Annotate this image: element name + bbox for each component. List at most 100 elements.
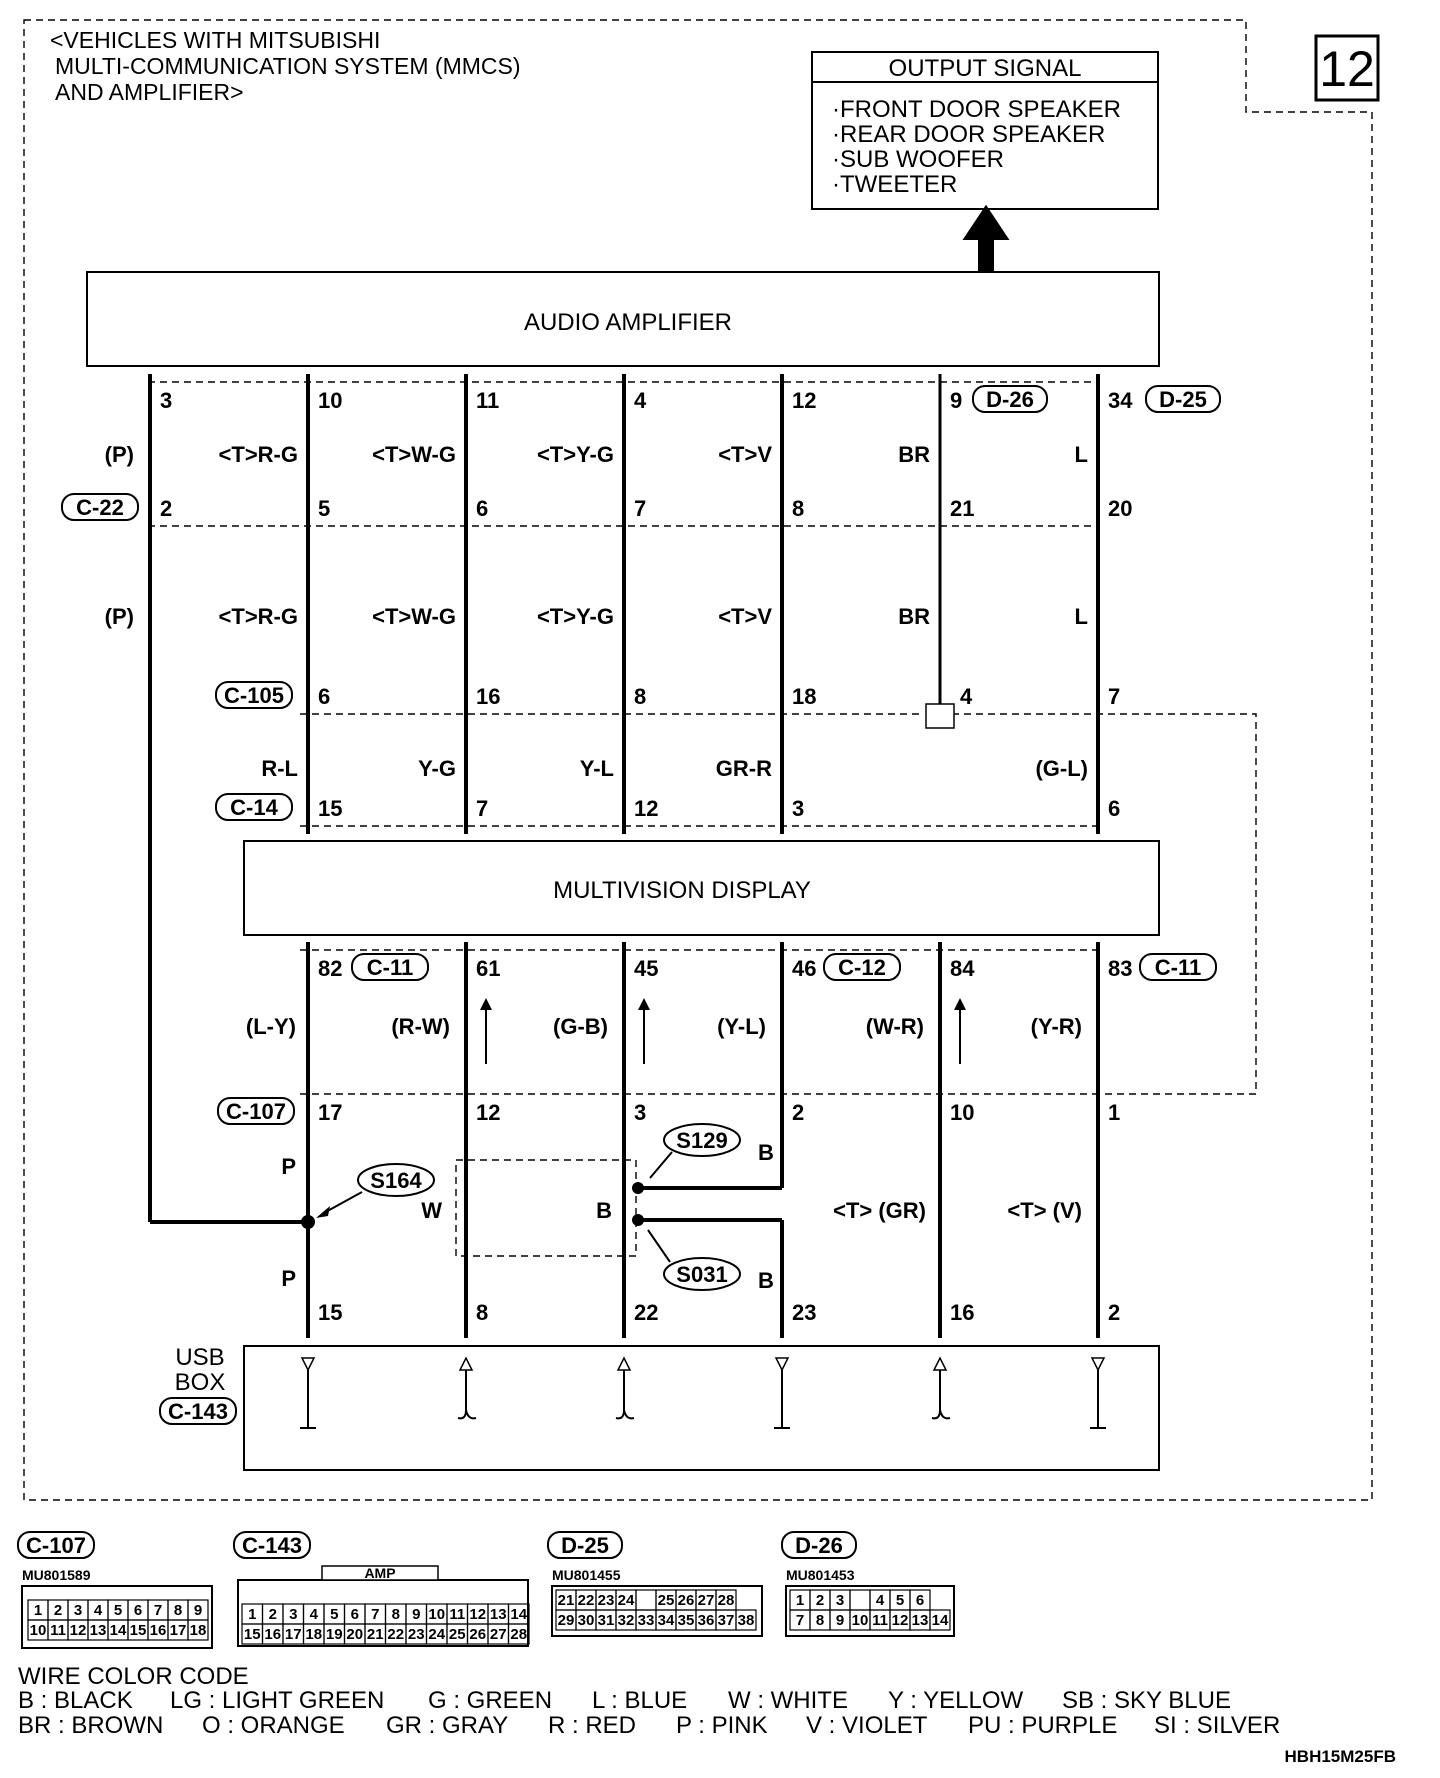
- connector-pin-number: 6: [916, 1592, 924, 1609]
- pin-label: 3: [634, 1100, 646, 1125]
- splice-s031-label: S031: [676, 1262, 727, 1287]
- connector-pin-number: 3: [289, 1606, 297, 1623]
- connector-pin-number: 6: [134, 1602, 142, 1619]
- multivision-display-box: MULTIVISION DISPLAY: [243, 840, 1160, 936]
- connector-pin-number: 36: [698, 1612, 715, 1629]
- audio-amplifier-label: AUDIO AMPLIFIER: [524, 309, 732, 336]
- pin-label: 8: [792, 496, 804, 521]
- wire-color-label: <T> (V): [1007, 1198, 1082, 1223]
- wire-color-label: R-L: [261, 756, 298, 781]
- wire-color-label: (W-R): [866, 1014, 924, 1039]
- svg-text:D-25: D-25: [561, 1533, 609, 1558]
- wire-color-label: BR: [898, 442, 930, 467]
- pin-label: 22: [634, 1300, 658, 1325]
- connector-pin-number: 9: [412, 1606, 420, 1623]
- connector-d26-tag: D-26: [986, 387, 1034, 412]
- svg-text:R : RED: R : RED: [548, 1712, 636, 1739]
- connector-c11-tag: C-11: [1155, 955, 1201, 980]
- c105-connector-line: [300, 713, 1257, 1095]
- usb-box-terminals: [300, 1356, 1106, 1429]
- connector-pin-number: 10: [428, 1606, 445, 1623]
- connector-pin-number: 5: [896, 1592, 904, 1609]
- connector-pin-number: 23: [408, 1626, 425, 1643]
- output-signal-item: ·REAR DOOR SPEAKER: [832, 121, 1105, 148]
- connector-pin-number: 11: [449, 1606, 465, 1623]
- connector-pin-number: 12: [469, 1606, 486, 1623]
- variant-note-line3: AND AMPLIFIER>: [55, 79, 244, 105]
- wire-color-label: (L-Y): [246, 1014, 296, 1039]
- pin-label: 45: [634, 956, 658, 981]
- multivision-display-label: MULTIVISION DISPLAY: [553, 877, 811, 904]
- svg-text:GR : GRAY: GR : GRAY: [386, 1712, 508, 1739]
- svg-text:G : GREEN: G : GREEN: [428, 1687, 552, 1714]
- pin-label: 7: [476, 796, 488, 821]
- lower-wires: [306, 942, 1100, 1338]
- pin-label: 20: [1108, 496, 1132, 521]
- diagram-boundary: [23, 19, 1373, 1501]
- connector-part-code: MU801589: [22, 1567, 91, 1583]
- pin-label: 4: [634, 388, 647, 413]
- connector-pin-number: 13: [912, 1612, 929, 1629]
- connector-pin-number: 1: [34, 1602, 42, 1619]
- wire-color-label: B: [758, 1140, 774, 1165]
- output-signal-box: OUTPUT SIGNAL ·FRONT DOOR SPEAKER ·REAR …: [811, 51, 1159, 210]
- connector-pin-number: 27: [490, 1626, 507, 1643]
- wire-color-legend: WIRE COLOR CODE B : BLACK LG : LIGHT GRE…: [18, 1663, 1280, 1739]
- pin-label: 11: [476, 388, 499, 413]
- pin-label: 16: [950, 1300, 974, 1325]
- connector-pin-number: 15: [244, 1626, 261, 1643]
- wire-color-label: BR: [898, 604, 930, 629]
- pin-label: 15: [318, 1300, 342, 1325]
- output-signal-item: ·FRONT DOOR SPEAKER: [832, 96, 1121, 123]
- connector-pin-number: 8: [174, 1602, 182, 1619]
- connector-pin-number: 32: [618, 1612, 635, 1629]
- wire-color-label: (Y-L): [717, 1014, 766, 1039]
- connector-pin-cell: [735, 1609, 757, 1631]
- connector-pin-number: 2: [269, 1606, 277, 1623]
- output-signal-item: ·SUB WOOFER: [832, 146, 1004, 173]
- connector-pin-cell: [635, 1589, 657, 1611]
- connector-pin-number: 17: [170, 1622, 187, 1639]
- connector-pin-cell: [929, 1609, 951, 1631]
- svg-text:V : VIOLET: V : VIOLET: [806, 1712, 928, 1739]
- connector-tags-lower: C-11 C-12 C-11 C-107 C-143: [159, 953, 1217, 1425]
- connector-pin-number: 14: [510, 1606, 527, 1623]
- pin-label: 83: [1108, 956, 1132, 981]
- variant-note-line2: MULTI-COMMUNICATION SYSTEM (MMCS): [55, 53, 521, 79]
- wire-color-label: L: [1075, 604, 1088, 629]
- splice-s129: S129: [632, 1123, 741, 1194]
- wire-color-label: Y-L: [580, 756, 614, 781]
- connector-pin-number: 26: [678, 1592, 695, 1609]
- pin-label: 16: [476, 684, 500, 709]
- connector-pin-number: 26: [469, 1626, 486, 1643]
- pin-label: 5: [318, 496, 330, 521]
- connector-pin-number: 9: [194, 1602, 202, 1619]
- svg-text:B : BLACK: B : BLACK: [18, 1687, 133, 1714]
- wire-color-label: (G-B): [553, 1014, 608, 1039]
- wire-color-label: <T>W-G: [372, 604, 456, 629]
- pin-label: 21: [950, 496, 974, 521]
- connector-pin-number: 38: [738, 1612, 755, 1629]
- connector-pin-number: 14: [110, 1622, 127, 1639]
- connector-pin-number: 4: [310, 1606, 319, 1623]
- connector-pin-number: 22: [387, 1626, 404, 1643]
- variant-note-line1: <VEHICLES WITH MITSUBISHI: [50, 27, 380, 53]
- page-number: 12: [1319, 41, 1375, 97]
- connector-c22-tag: C-22: [76, 495, 124, 520]
- pin-label: 6: [476, 496, 488, 521]
- wire-color-label: (P): [105, 442, 134, 467]
- connector-pin-number: 4: [94, 1602, 103, 1619]
- pin-label: 10: [318, 388, 342, 413]
- connector-pin-number: 11: [872, 1612, 888, 1629]
- wire-color-label: <T>V: [718, 604, 772, 629]
- pin-label: 6: [318, 684, 330, 709]
- connector-pin-number: 9: [836, 1612, 844, 1629]
- shield-box: [455, 1159, 637, 1257]
- connector-pin-number: 22: [578, 1592, 595, 1609]
- connector-part-code: MU801453: [786, 1567, 855, 1583]
- pin-label: 12: [792, 388, 816, 413]
- connector-pin-number: 17: [285, 1626, 302, 1643]
- pin-label: 18: [792, 684, 816, 709]
- svg-text:Y : YELLOW: Y : YELLOW: [888, 1687, 1024, 1714]
